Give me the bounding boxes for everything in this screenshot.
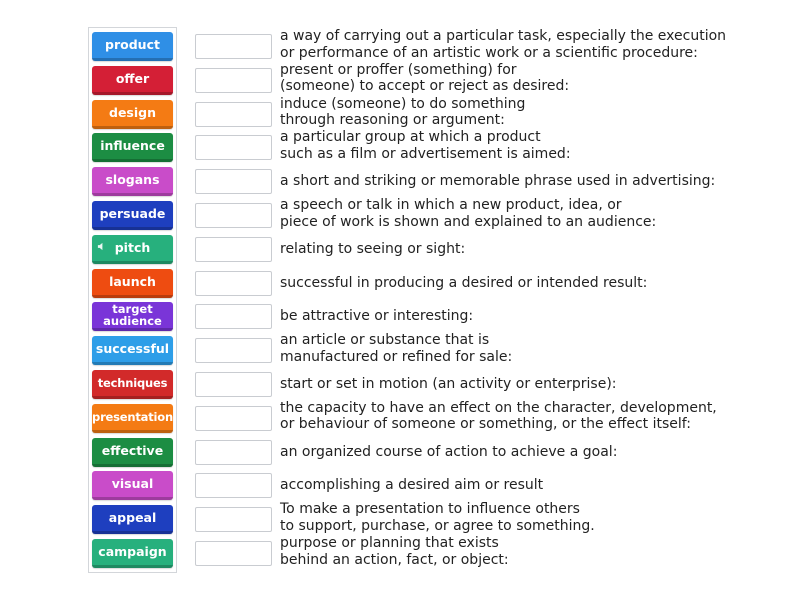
word-tile-label: offer [115,70,150,86]
definition-text: the capacity to have an effect on the ch… [280,399,717,433]
word-tile-label: slogans [105,172,160,188]
word-tile-label: visual [111,476,154,492]
word-tile-offer[interactable]: offer [92,65,173,95]
word-tile-presentation[interactable]: presentation [92,403,173,433]
word-tile-label: appeal [108,510,157,526]
answer-drop-box[interactable] [195,203,272,228]
definition-text: present or proffer (something) for (some… [280,61,570,95]
word-tile-label: presentation [92,409,173,424]
definition-text: induce (someone) to do something through… [280,95,526,129]
answer-drop-box[interactable] [195,439,272,465]
word-tile-label: campaign [98,544,167,559]
word-tile-slogans[interactable]: slogans [92,167,173,197]
answer-drop-box[interactable] [195,507,272,533]
definition-text: relating to seeing or sight: [280,240,466,257]
word-tile-influence[interactable]: influence [92,133,173,163]
word-tile-label: pitch [114,239,151,255]
definition-text: To make a presentation to influence othe… [280,501,595,534]
word-tile-label: product [105,37,160,52]
answer-drop-box[interactable] [195,338,272,364]
definition-text: a short and striking or memorable phrase… [280,173,716,190]
word-tile-design[interactable]: design [92,99,173,129]
definition-text: start or set in motion (an activity or e… [280,376,617,392]
word-tile-label: persuade [99,206,166,221]
word-tile-effective[interactable]: effective [92,437,173,467]
answer-drop-box[interactable] [195,541,272,566]
answer-drop-box[interactable] [195,473,272,499]
word-tile-label: launch [109,273,156,289]
answer-drop-box[interactable] [195,135,272,161]
word-tile-label: influence [100,138,165,154]
word-tile-launch[interactable]: launch [92,268,173,298]
word-tile-label: techniques [97,376,168,390]
answer-drop-box[interactable] [195,405,272,431]
answer-drop-box[interactable] [195,372,272,397]
definition-text: accomplishing a desired aim or result [280,477,544,494]
word-tile-persuade[interactable]: persuade [92,201,173,230]
speaker-icon[interactable] [97,242,106,251]
word-tile-campaign[interactable]: campaign [92,539,173,568]
word-tile-label: effective [101,442,164,458]
definition-text: an article or substance that is manufact… [280,332,513,365]
word-tile-label: successful [95,341,170,357]
definition-text: a speech or talk in which a new product,… [280,197,657,230]
answer-drop-box[interactable] [195,67,272,93]
answer-drop-box[interactable] [195,34,272,59]
answer-drop-box[interactable] [195,101,272,127]
word-tile-techniques[interactable]: techniques [92,370,173,399]
word-tile-label: design [109,104,156,120]
word-tile-target-audience[interactable]: target audience [92,302,173,332]
definition-text: a way of carrying out a particular task,… [280,28,727,61]
word-tile-successful[interactable]: successful [92,336,173,366]
definition-text: purpose or planning that exists behind a… [280,535,509,568]
definition-text: a particular group at which a product su… [280,129,571,162]
word-tile-visual[interactable]: visual [92,471,173,501]
answer-drop-box[interactable] [195,270,272,296]
answer-drop-box[interactable] [195,236,272,262]
word-tile-appeal[interactable]: appeal [92,505,173,535]
definition-text: be attractive or interesting: [280,308,474,325]
word-tile-label: target audience [103,302,162,329]
word-tile-product[interactable]: product [92,32,173,61]
answer-drop-box[interactable] [195,169,272,195]
definition-text: successful in producing a desired or int… [280,274,648,291]
answer-drop-box[interactable] [195,304,272,330]
word-tile-pitch[interactable]: pitch [92,234,173,264]
definition-text: an organized course of action to achieve… [280,443,618,460]
